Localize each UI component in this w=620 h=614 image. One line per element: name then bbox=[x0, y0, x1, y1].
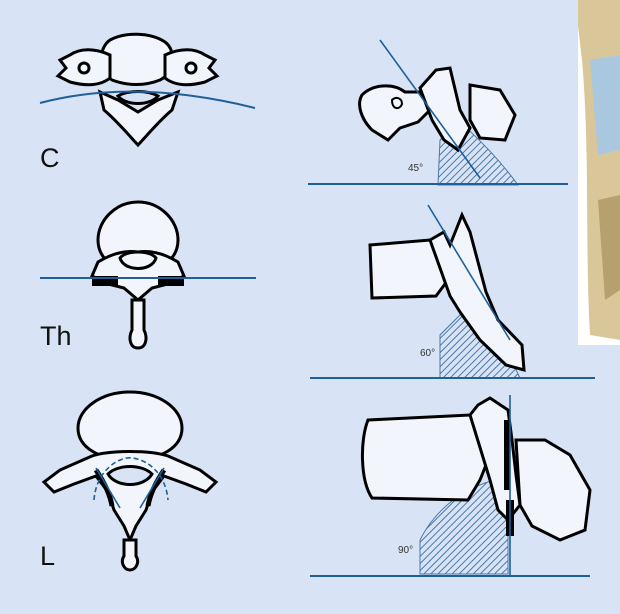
region-label-lumbar: L bbox=[40, 541, 55, 571]
facet-angle-cervical: 45° bbox=[408, 163, 423, 174]
region-label-thoracic: Th bbox=[40, 321, 72, 351]
facet-angle-lumbar: 90° bbox=[398, 545, 413, 556]
region-label-cervical: C bbox=[40, 143, 60, 173]
facet-angle-thoracic: 60° bbox=[420, 348, 435, 359]
